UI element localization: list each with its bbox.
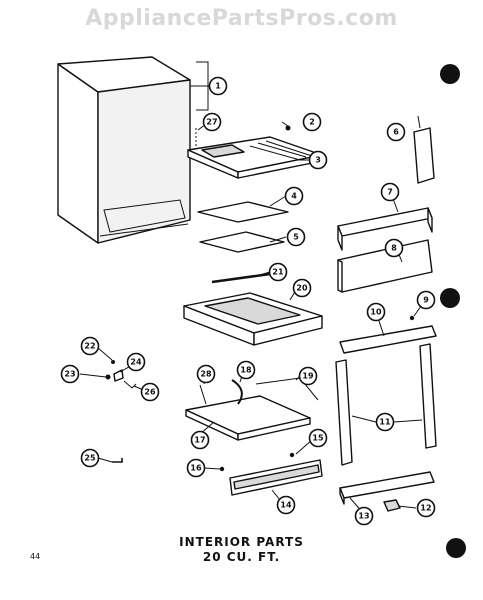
svg-text:20: 20 — [296, 284, 308, 293]
callout-13: 13 — [354, 506, 374, 526]
callout-18: 18 — [236, 360, 256, 380]
bottom-rail-13 — [339, 471, 435, 505]
callout-22: 22 — [80, 336, 100, 356]
grille — [229, 459, 323, 496]
callout-16: 16 — [186, 458, 206, 478]
svg-text:19: 19 — [302, 372, 314, 381]
top-rail-10 — [339, 325, 437, 354]
svg-text:6: 6 — [393, 128, 399, 137]
diagram-subtitle: 20 CU. FT. — [202, 550, 281, 564]
svg-text:7: 7 — [387, 188, 393, 197]
svg-text:5: 5 — [293, 233, 299, 242]
binder-hole-bottom — [446, 538, 466, 558]
svg-text:8: 8 — [391, 244, 397, 253]
callout-4: 4 — [284, 186, 304, 206]
svg-text:21: 21 — [272, 268, 284, 277]
svg-text:17: 17 — [194, 436, 205, 445]
bottom-tray — [185, 377, 319, 441]
callout-23: 23 — [60, 364, 80, 384]
callout-14: 14 — [276, 495, 296, 515]
svg-text:2: 2 — [309, 118, 315, 127]
side-panel-right — [419, 343, 437, 449]
side-trim — [413, 127, 435, 184]
top-cover — [187, 136, 323, 179]
svg-text:11: 11 — [379, 418, 391, 427]
callout-20: 20 — [292, 278, 312, 298]
callout-26: 26 — [140, 382, 160, 402]
callout-17: 17 — [190, 430, 210, 450]
svg-text:26: 26 — [144, 388, 156, 397]
callout-21: 21 — [268, 262, 288, 282]
page-number: 44 — [30, 552, 41, 561]
callout-3: 3 — [308, 150, 328, 170]
diagram-title: INTERIOR PARTS — [179, 535, 304, 549]
svg-text:18: 18 — [240, 366, 252, 375]
callout-27: 27 — [202, 112, 222, 132]
callout-11: 11 — [375, 412, 395, 432]
svg-text:4: 4 — [291, 192, 297, 201]
callout-5: 5 — [286, 227, 306, 247]
svg-text:10: 10 — [370, 308, 382, 317]
cabinet-shell — [57, 56, 191, 244]
callout-19: 19 — [298, 366, 318, 386]
svg-text:12: 12 — [420, 504, 431, 513]
callout-25: 25 — [80, 448, 100, 468]
callout-1: 1 — [208, 76, 228, 96]
svg-text:16: 16 — [190, 464, 202, 473]
side-panel-left — [335, 359, 353, 466]
panel-5 — [199, 231, 285, 253]
callout-7: 7 — [380, 182, 400, 202]
part-12 — [383, 499, 401, 512]
svg-text:13: 13 — [358, 512, 369, 521]
callout-10: 10 — [366, 302, 386, 322]
callout-9: 9 — [416, 290, 436, 310]
callout-24: 24 — [126, 352, 146, 372]
svg-text:23: 23 — [64, 370, 75, 379]
svg-text:3: 3 — [315, 156, 321, 165]
svg-text:25: 25 — [84, 454, 96, 463]
svg-text:15: 15 — [312, 434, 324, 443]
callout-6: 6 — [386, 122, 406, 142]
watermark: AppliancePartsPros.com — [85, 6, 398, 31]
binder-hole-top — [440, 64, 460, 84]
svg-text:14: 14 — [280, 501, 292, 510]
door-shelf-7 — [337, 207, 433, 251]
panel-4 — [197, 201, 289, 223]
callout-28: 28 — [196, 364, 216, 384]
svg-text:22: 22 — [84, 342, 95, 351]
callout-15: 15 — [308, 428, 328, 448]
svg-text:28: 28 — [200, 370, 212, 379]
callout-8: 8 — [384, 238, 404, 258]
crisper-frame — [183, 292, 323, 346]
svg-text:9: 9 — [423, 296, 429, 305]
binder-hole-middle — [440, 288, 460, 308]
svg-text:24: 24 — [130, 358, 142, 367]
callout-2: 2 — [302, 112, 322, 132]
svg-text:1: 1 — [215, 82, 221, 91]
svg-text:27: 27 — [206, 118, 217, 127]
callout-12: 12 — [416, 498, 436, 518]
